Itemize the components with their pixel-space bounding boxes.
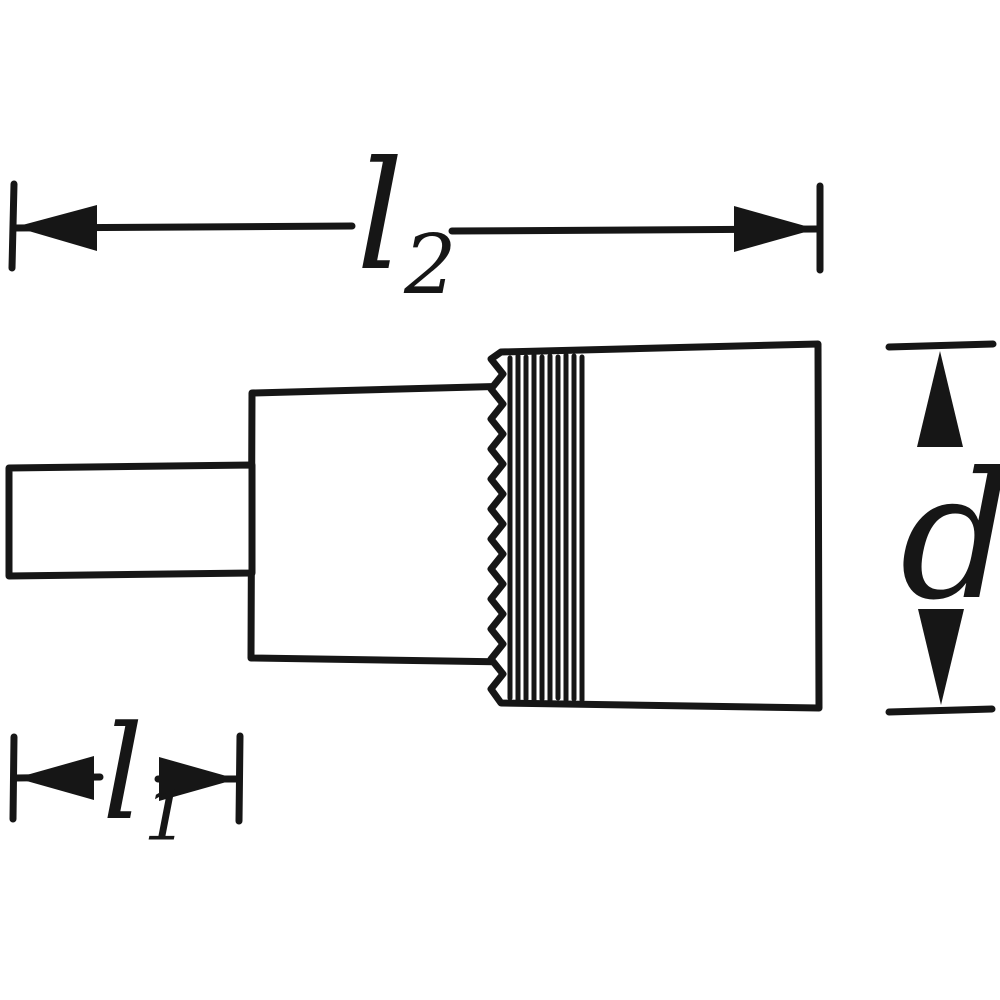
socket-hex-shank <box>5 461 256 580</box>
socket-knurling <box>507 352 585 704</box>
l1-right-arrowhead-icon <box>159 757 237 801</box>
l1-left-arrowhead-icon <box>16 756 94 800</box>
dimension-l1 <box>9 732 244 825</box>
drawing-strokes <box>5 180 997 825</box>
dimension-l2 <box>8 180 824 274</box>
l1-symbol: l <box>102 697 144 849</box>
dimension-d <box>885 340 997 716</box>
dimension-label-l2: l2 <box>356 142 456 306</box>
socket-outline <box>5 340 823 712</box>
l1-subscript: 1 <box>143 773 190 857</box>
d-up-arrowhead-icon <box>917 351 963 447</box>
dimension-label-d: d <box>900 450 1000 625</box>
d-down-arrowhead-icon <box>918 609 964 705</box>
d-bottom-extension-tick <box>885 705 996 716</box>
l2-left-arrowhead-icon <box>15 205 97 251</box>
l2-subscript: 2 <box>403 216 457 313</box>
l2-symbol: l <box>356 130 404 304</box>
socket-neck <box>247 382 516 666</box>
l2-right-arrowhead-icon <box>734 206 816 252</box>
dimension-label-l1: l1 <box>102 708 189 850</box>
d-symbol: d <box>900 436 1000 639</box>
d-top-extension-tick <box>885 340 997 351</box>
